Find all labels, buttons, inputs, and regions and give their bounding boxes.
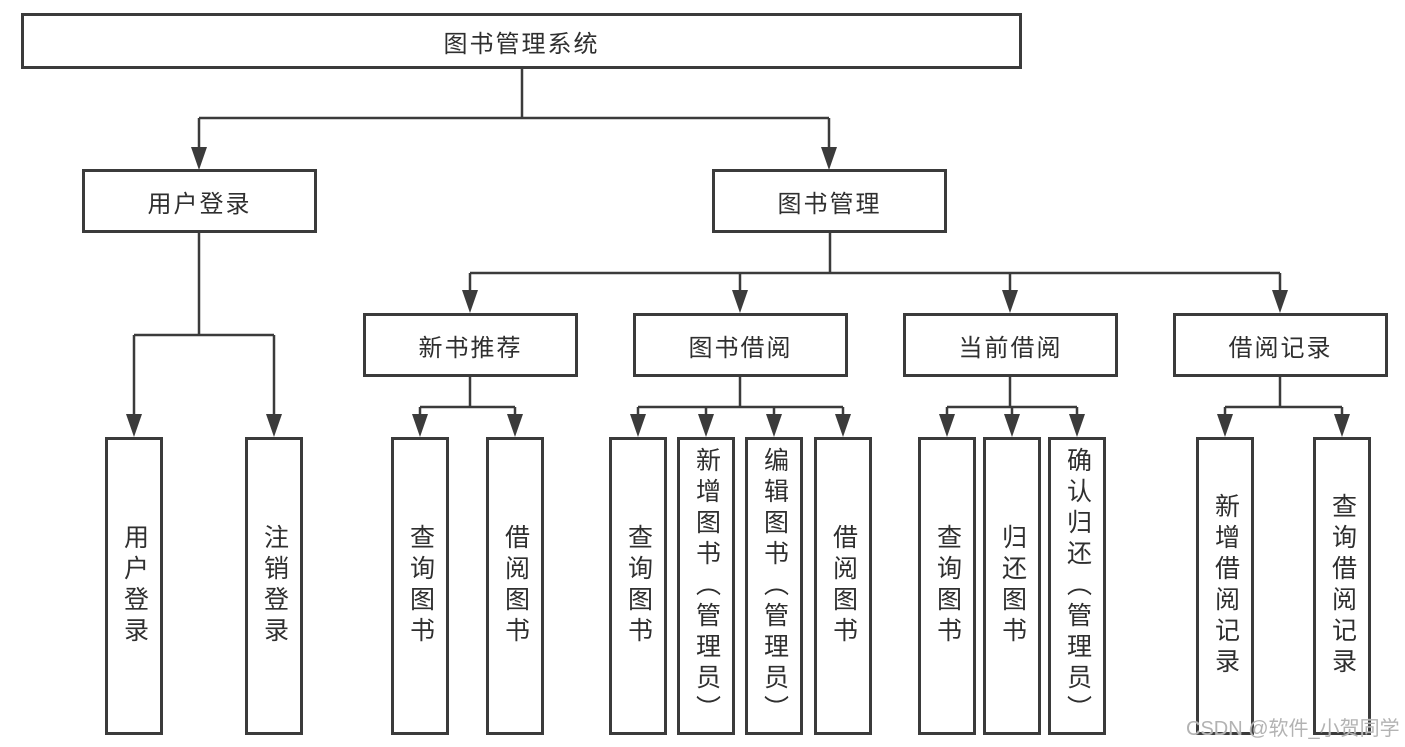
leaf-edit-book-admin-label: 编辑图书（管理员） [760,446,789,726]
leaf-query-books-recommend-label: 查询图书 [406,524,435,648]
leaf-return-book-label: 归还图书 [998,524,1027,648]
connector-borrow-records-children [1217,377,1350,437]
leaf-add-book-admin: 新增图书（管理员） [677,437,735,735]
leaf-query-books-borrow-label: 查询图书 [624,524,653,648]
leaf-user-login: 用户登录 [105,437,163,735]
leaf-query-books-current-label: 查询图书 [933,524,962,648]
leaf-user-login-label: 用户登录 [120,524,149,648]
leaf-borrow-books: 借阅图书 [814,437,872,735]
leaf-borrow-books-recommend: 借阅图书 [486,437,544,735]
leaf-add-book-admin-label: 新增图书（管理员） [692,446,721,726]
connector-book-borrow-children [630,377,851,437]
leaf-query-books-recommend: 查询图书 [391,437,449,735]
csdn-watermark: CSDN @软件_小贺同学 [1186,718,1400,740]
connector-current-borrow-children [939,377,1085,437]
leaf-query-borrow-record-label: 查询借阅记录 [1328,493,1357,679]
leaf-logout-label: 注销登录 [260,524,289,648]
leaf-query-books-current: 查询图书 [918,437,976,735]
leaf-query-borrow-record: 查询借阅记录 [1313,437,1371,735]
node-user-login: 用户登录 [82,169,317,233]
node-book-borrow: 图书借阅 [633,313,848,377]
leaf-add-borrow-record: 新增借阅记录 [1196,437,1254,735]
connector-user-login-children [126,233,282,437]
leaf-borrow-books-recommend-label: 借阅图书 [501,524,530,648]
node-book-management: 图书管理 [712,169,947,233]
leaf-borrow-books-label: 借阅图书 [829,524,858,648]
connector-book-management-children [462,233,1288,313]
node-borrow-records: 借阅记录 [1173,313,1388,377]
connector-new-book-recommend-children [412,377,523,437]
leaf-confirm-return-admin-label: 确认归还（管理员） [1063,446,1092,726]
leaf-return-book: 归还图书 [983,437,1041,735]
leaf-query-books-borrow: 查询图书 [609,437,667,735]
node-current-borrow: 当前借阅 [903,313,1118,377]
leaf-edit-book-admin: 编辑图书（管理员） [745,437,803,735]
leaf-logout: 注销登录 [245,437,303,735]
leaf-confirm-return-admin: 确认归还（管理员） [1048,437,1106,735]
node-new-book-recommend: 新书推荐 [363,313,578,377]
node-library-management-system: 图书管理系统 [21,13,1022,69]
leaf-add-borrow-record-label: 新增借阅记录 [1211,493,1240,679]
connector-root-to-level2 [191,69,837,170]
